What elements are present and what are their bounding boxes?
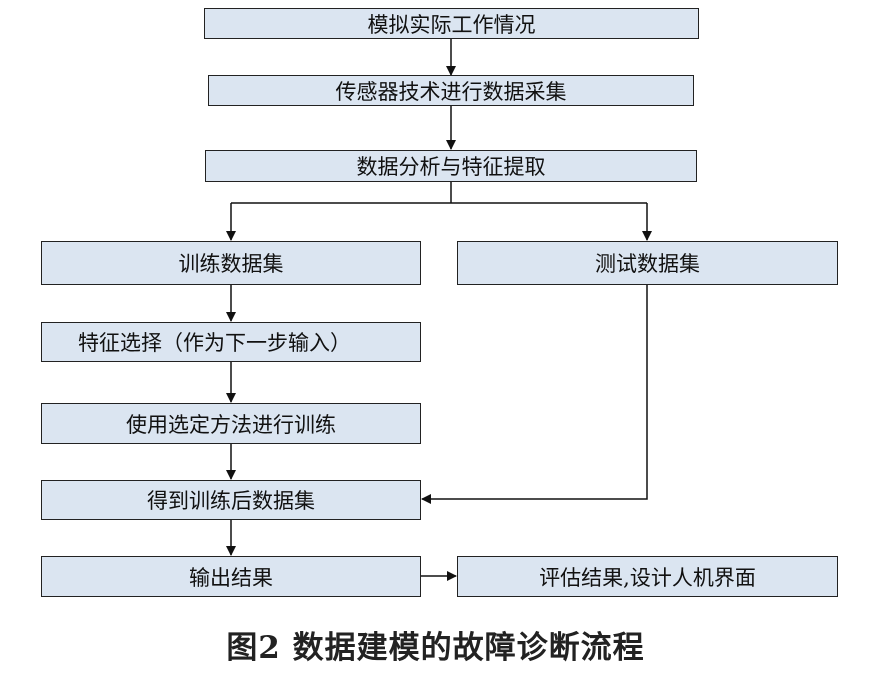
node-output: 输出结果 bbox=[41, 556, 421, 597]
node-feature-select: 特征选择（作为下一步输入） bbox=[41, 322, 421, 362]
node-train-method: 使用选定方法进行训练 bbox=[41, 403, 421, 444]
node-simulate: 模拟实际工作情况 bbox=[204, 8, 699, 39]
node-analyze: 数据分析与特征提取 bbox=[205, 150, 697, 182]
figure-caption: 图2 数据建模的故障诊断流程 bbox=[226, 630, 645, 666]
node-trained-set: 得到训练后数据集 bbox=[41, 480, 421, 520]
node-evaluate: 评估结果,设计人机界面 bbox=[457, 556, 838, 597]
node-train-set: 训练数据集 bbox=[41, 241, 421, 285]
node-collect: 传感器技术进行数据采集 bbox=[208, 75, 694, 106]
arrow-test-set-to-trained-set bbox=[421, 285, 648, 504]
node-test-set: 测试数据集 bbox=[457, 241, 838, 285]
